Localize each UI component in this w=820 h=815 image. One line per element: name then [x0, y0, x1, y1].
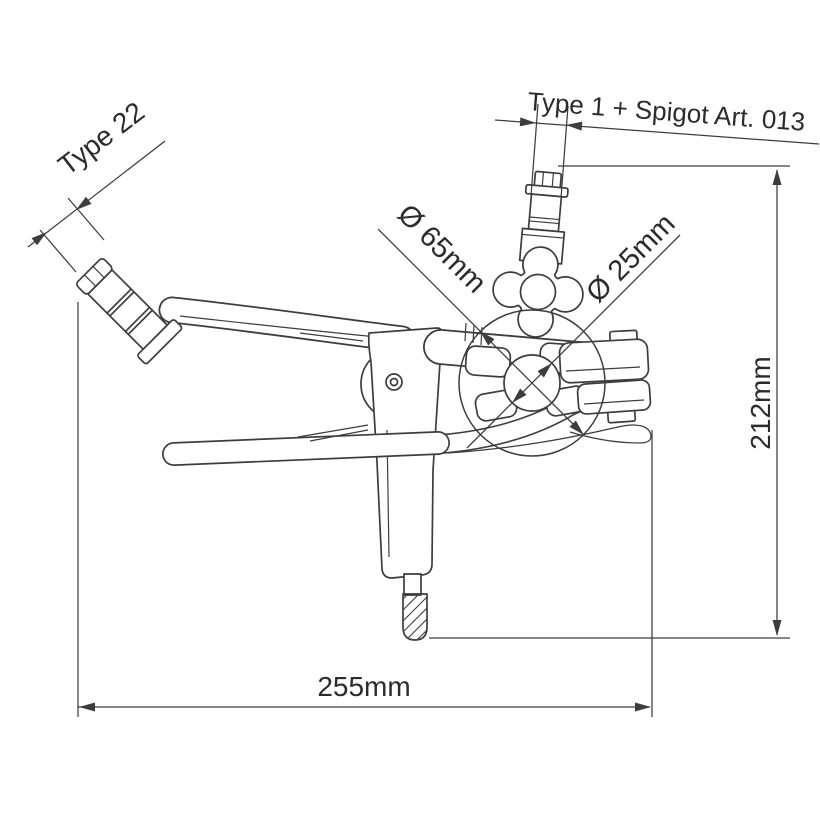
inner-diameter-label: Ø 25mm — [580, 208, 681, 309]
pivot-screw — [385, 373, 403, 391]
stud-cap — [76, 258, 113, 295]
lower-jaw-bar — [162, 431, 450, 466]
threaded-stud — [402, 573, 428, 641]
outer-diameter-label: Ø 65mm — [391, 198, 492, 299]
height-dimension-label: 212mm — [745, 356, 776, 449]
type22-stud — [76, 258, 183, 365]
outer-diameter-dimension — [377, 228, 585, 436]
spring-wedge-upper — [299, 332, 364, 342]
spring-wedge-lower — [297, 424, 369, 442]
width-dimension — [77, 302, 653, 717]
width-dimension-label: 255mm — [317, 671, 410, 702]
spigot-neck — [527, 193, 563, 233]
spigot-dimension-label: Type 1 + Spigot Art. 013 — [527, 86, 807, 137]
inner-diameter-dimension — [466, 234, 681, 449]
capacity-circle-65mm — [458, 309, 606, 457]
lower-jaw-sweep — [447, 424, 652, 454]
height-dimension — [429, 165, 790, 639]
type22-dimension-label: Type 22 — [52, 96, 150, 181]
spigot-dimension — [494, 103, 820, 199]
jaw-pads — [558, 329, 652, 424]
type22-dimension — [27, 140, 166, 273]
spigot-assembly — [492, 170, 584, 338]
lower-pad — [576, 379, 652, 415]
